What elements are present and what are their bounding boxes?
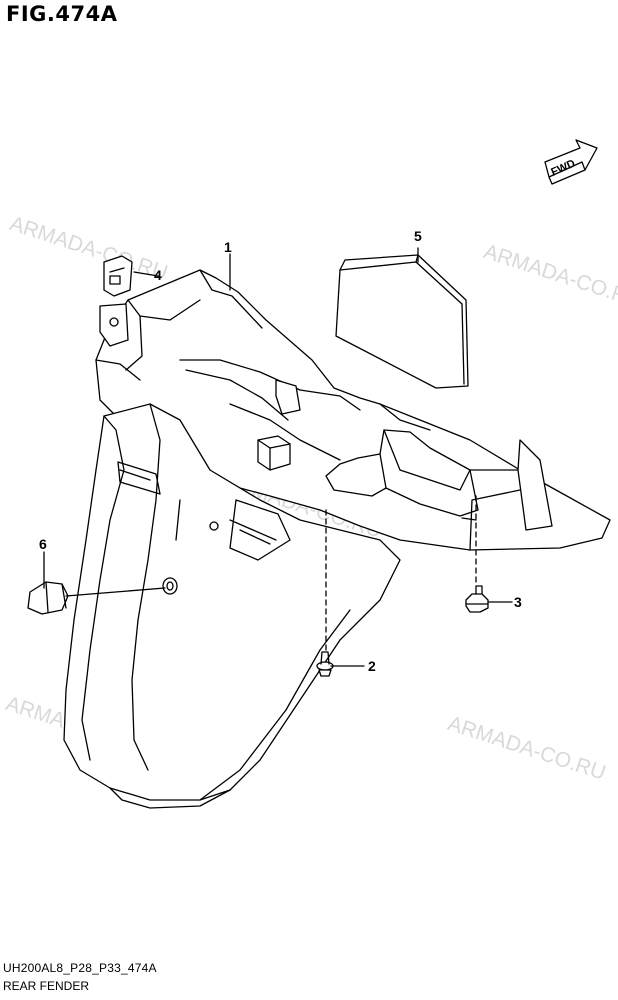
leader-lines bbox=[43, 247, 513, 667]
callout-5: 5 bbox=[414, 228, 422, 244]
part-5-cover-panel bbox=[335, 254, 469, 389]
callout-2: 2 bbox=[368, 658, 376, 674]
callout-4: 4 bbox=[154, 267, 162, 283]
figure-name: REAR FENDER bbox=[3, 979, 90, 993]
part-4-clip-nut bbox=[103, 255, 133, 297]
part-3-bolt bbox=[465, 585, 489, 613]
part-6-reflector bbox=[27, 581, 69, 615]
fwd-arrow-icon bbox=[544, 139, 598, 185]
figure-title: FIG.474A bbox=[6, 2, 118, 26]
callout-6: 6 bbox=[39, 536, 47, 552]
callout-3: 3 bbox=[514, 594, 522, 610]
part-1-rear-fender bbox=[63, 269, 611, 809]
callout-1: 1 bbox=[224, 239, 232, 255]
figure-code: UH200AL8_P28_P33_474A bbox=[3, 961, 157, 975]
